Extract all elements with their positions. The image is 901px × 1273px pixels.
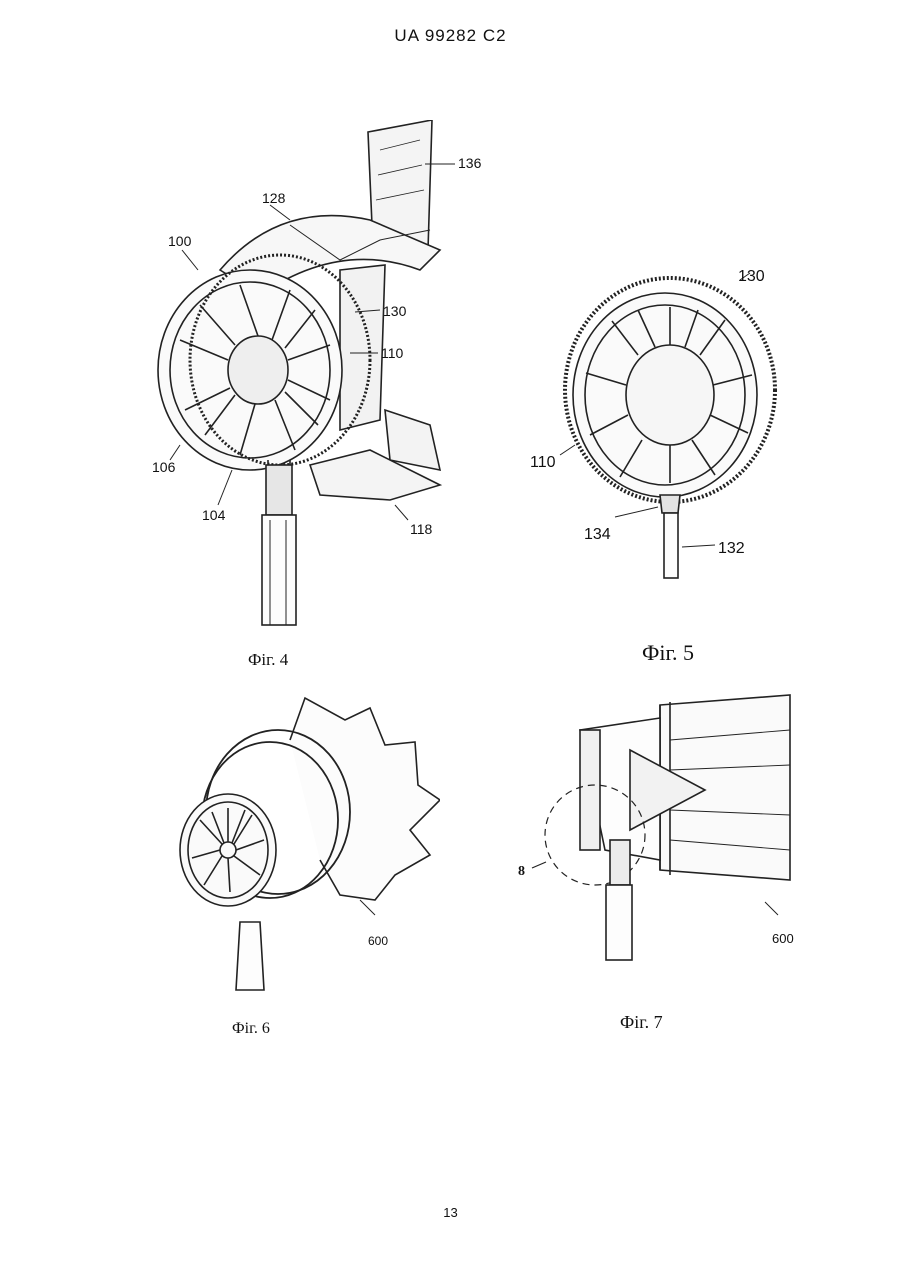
figure-6-caption: Фіг. 6: [232, 1020, 270, 1038]
page-number: 13: [0, 1205, 901, 1220]
ref-label-130: 130: [383, 303, 407, 319]
ref-label-118: 118: [410, 521, 433, 537]
ref-label-8: 8: [518, 864, 525, 879]
patent-number-header: UA 99282 C2: [0, 26, 901, 46]
ref-label-600: 600: [772, 931, 794, 946]
ref-label-128: 128: [262, 190, 286, 206]
ref-label-106: 106: [152, 459, 176, 475]
figure-7-caption: Фіг. 7: [620, 1012, 663, 1033]
figure-4-drawing: 136 128 100 130 110 106 104 118: [140, 120, 500, 640]
figure-5-caption: Фіг. 5: [642, 640, 694, 666]
figure-5-drawing: 130 110 134 132: [520, 255, 810, 595]
ref-label-130: 130: [738, 268, 765, 285]
ref-label-132: 132: [718, 540, 745, 557]
figure-4-caption: Фіг. 4: [248, 650, 288, 670]
ref-label-110: 110: [381, 345, 404, 361]
figure-7-drawing: 8 600: [510, 690, 810, 970]
ref-label-600: 600: [368, 934, 388, 948]
figure-6-drawing: 600: [160, 690, 440, 1000]
ref-label-110: 110: [530, 454, 556, 471]
ref-label-104: 104: [202, 507, 226, 523]
ref-label-134: 134: [584, 526, 611, 543]
ref-label-100: 100: [168, 233, 192, 249]
ref-label-136: 136: [458, 155, 482, 171]
